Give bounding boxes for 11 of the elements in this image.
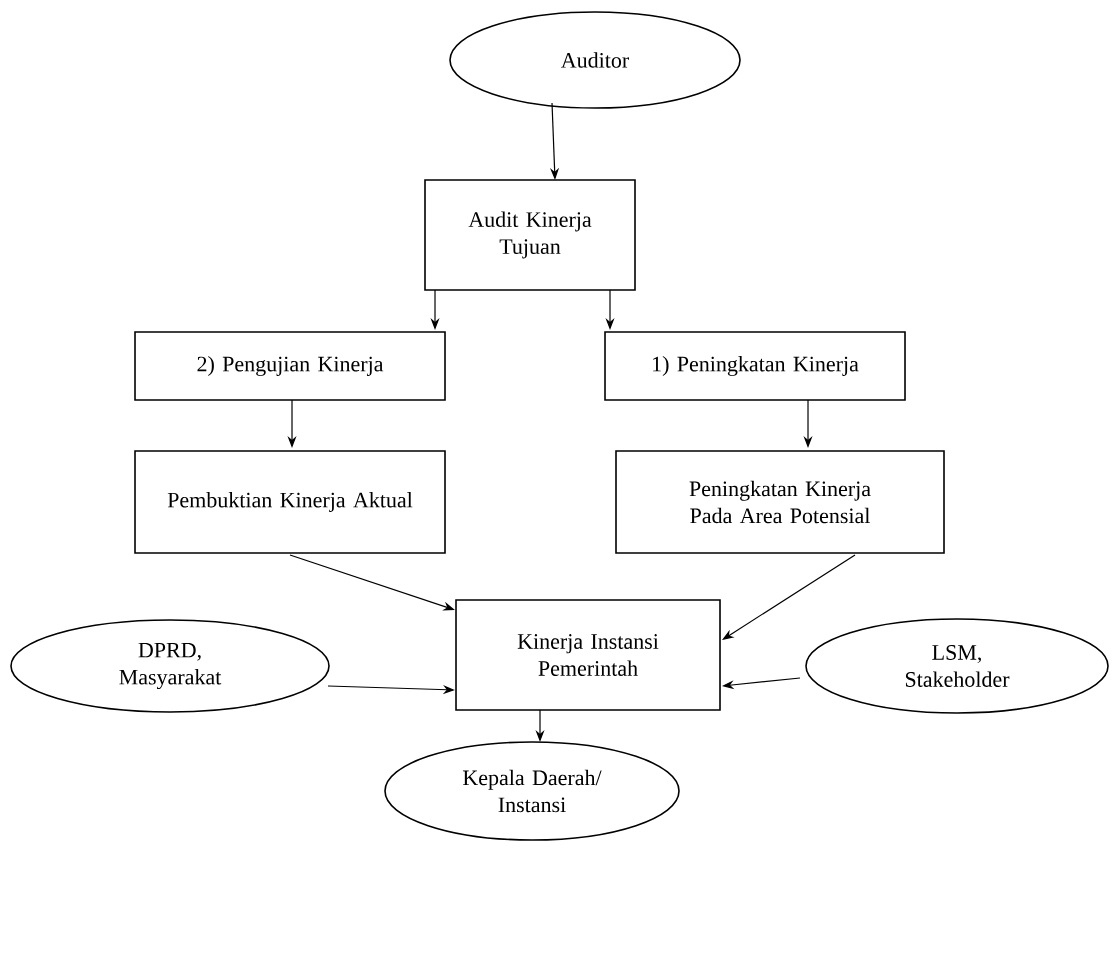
arrow: [722, 554, 856, 640]
ellipse-node: LSM, Stakeholder: [805, 618, 1109, 714]
process-box: 2) Pengujian Kinerja: [134, 331, 446, 401]
ellipse-node: Kepala Daerah/ Instansi: [384, 741, 680, 841]
process-box: Kinerja Instansi Pemerintah: [455, 599, 721, 711]
process-box: Peningkatan Kinerja Pada Area Potensial: [615, 450, 945, 554]
ellipse-node: DPRD, Masyarakat: [10, 619, 330, 713]
process-box: 1) Peningkatan Kinerja: [604, 331, 906, 401]
process-box: Pembuktian Kinerja Aktual: [134, 450, 446, 554]
process-box: Audit Kinerja Tujuan: [424, 179, 636, 291]
ellipse-node: Auditor: [449, 11, 741, 109]
